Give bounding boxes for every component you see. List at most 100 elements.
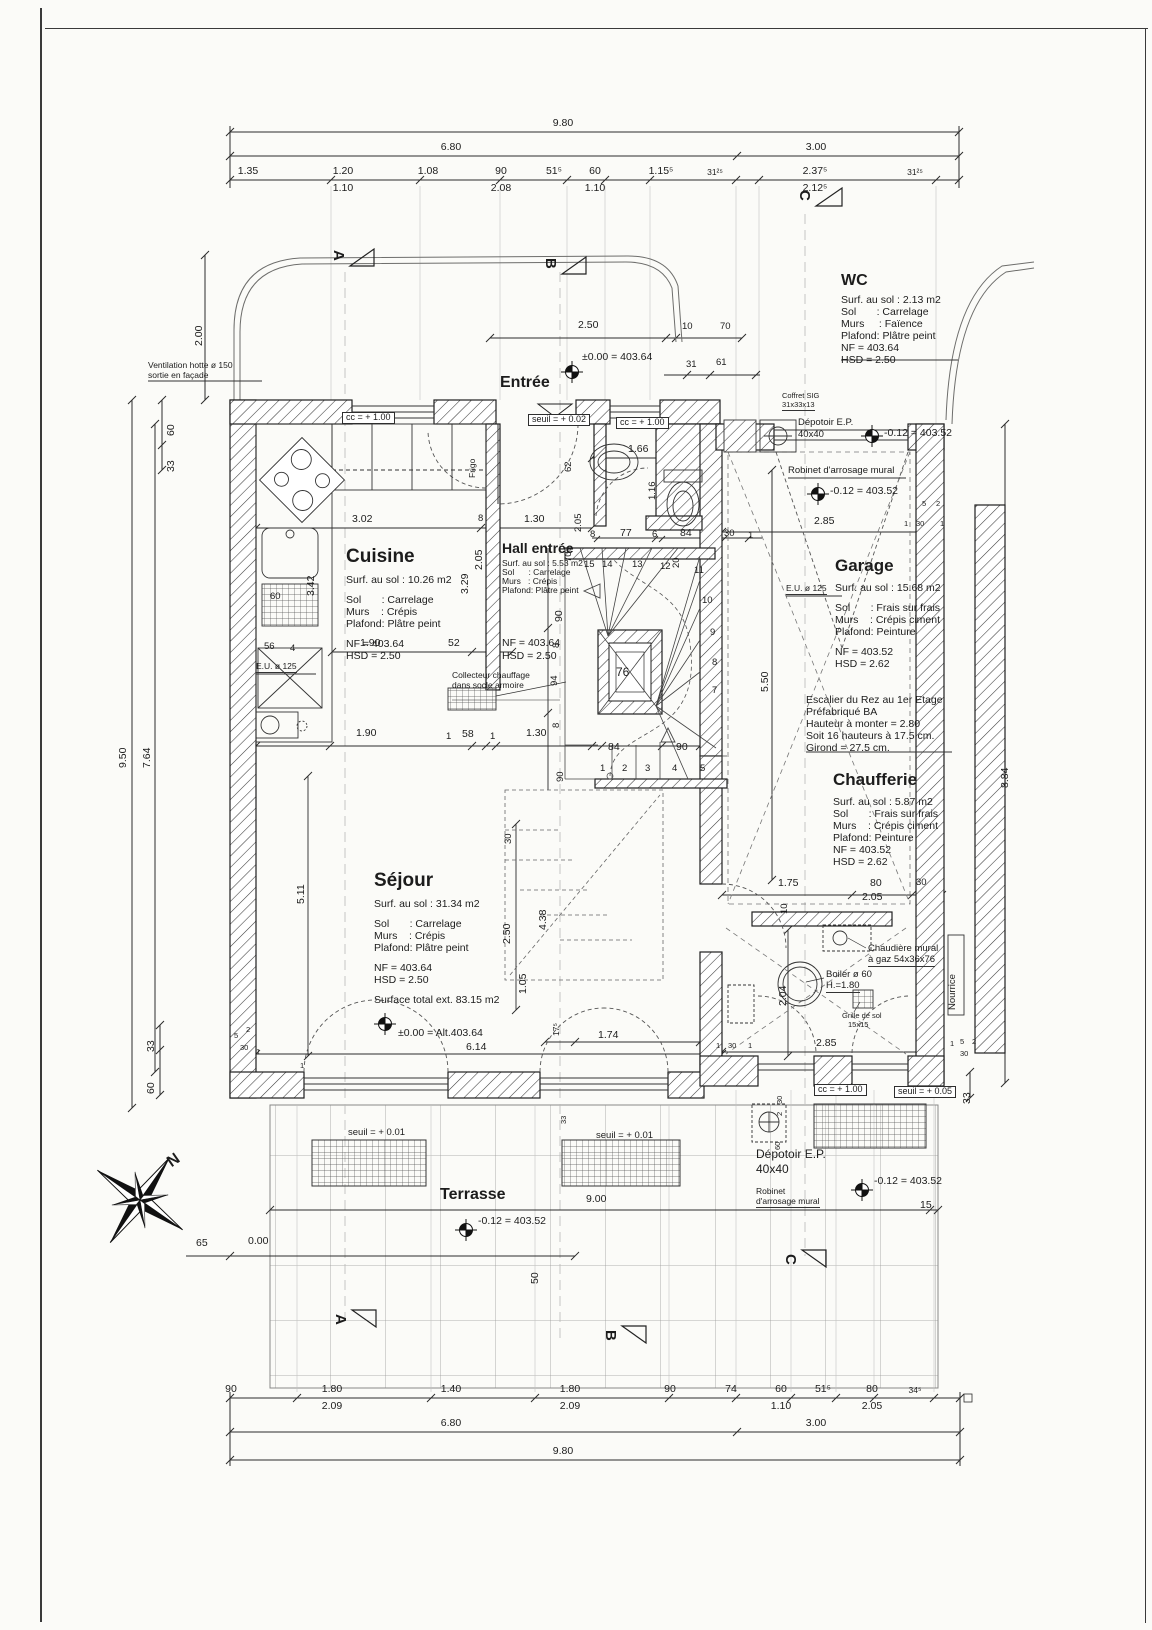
dim: 94: [549, 675, 560, 686]
note-ventilation: Ventilation hotte ø 150: [148, 360, 233, 370]
cc-label: cc = + 1.00: [616, 417, 669, 429]
dim: 80: [870, 877, 882, 889]
dim: 2.50: [501, 923, 513, 944]
dim: 8: [551, 642, 562, 648]
dim: 9.80: [552, 117, 574, 129]
seuil-label: seuil = + 0.02: [528, 414, 591, 426]
dim: 90: [553, 610, 565, 622]
stair-tread: 4: [672, 763, 678, 774]
stair-core-dim: 76: [616, 665, 630, 679]
dim: 2.08: [490, 182, 512, 194]
dim: 20: [671, 557, 682, 568]
section-marker-b: B: [542, 258, 559, 269]
dim: 8: [478, 513, 484, 524]
seuil-label: seuil = + 0.01: [596, 1130, 654, 1141]
dim: 80: [866, 1383, 878, 1395]
dim: 2.05: [862, 891, 883, 903]
dim: 1.30: [524, 513, 545, 525]
note-ventilation: sortie en façade: [148, 370, 209, 380]
dim: 56: [264, 641, 275, 652]
seuil-label: seuil = + 0.01: [348, 1127, 406, 1138]
note-eu: E.U. ø 125: [256, 661, 297, 674]
dim: 33: [145, 1040, 157, 1052]
dim: 50: [529, 1272, 541, 1284]
dim: 1.40: [440, 1383, 462, 1395]
stair-tread: 13: [632, 559, 643, 570]
level-label: ±0.00 = Alt.403.64: [398, 1027, 483, 1039]
note-grille: Grille de sol: [842, 1011, 882, 1020]
note-coffret: 31x33x13: [782, 400, 815, 412]
note-robinet: Robinet: [756, 1186, 786, 1196]
dim: 4: [290, 643, 296, 654]
dim: 30: [916, 877, 927, 888]
dim: 5.11: [295, 884, 307, 904]
dim: 30: [960, 1049, 969, 1058]
stair-tread: 5: [700, 763, 706, 774]
dim: 2.37⁵: [802, 165, 828, 177]
dim: 1: [748, 1041, 753, 1050]
dim: 60: [145, 1082, 157, 1094]
stair-tread: 15: [584, 559, 595, 570]
room-label-cuisine: Cuisine Surf. au sol : 10.26 m2 Sol : Ca…: [346, 546, 452, 662]
dim: 51⁵: [814, 1383, 832, 1395]
dim: 1.15⁵: [648, 165, 674, 177]
dim: 70: [563, 551, 574, 562]
note-depotoir: Dépotoir E.P.: [798, 417, 854, 428]
note-chaudiere: Chaudière mural: [868, 943, 939, 954]
dim: 33: [165, 460, 177, 472]
dim: 8: [551, 722, 562, 728]
dim: 2: [972, 1037, 977, 1046]
dim: 1.10: [584, 182, 606, 194]
room-label-garage: Garage Surf. au sol : 15.68 m2 Sol : Fra…: [835, 556, 941, 670]
dim: 60: [270, 591, 281, 602]
stair-tread: 11: [694, 565, 704, 576]
dim: 0.00: [248, 1235, 269, 1247]
stair-note: Escalier du Rez au 1er Etage Préfabriqué…: [806, 694, 943, 754]
dim: 30: [728, 1041, 737, 1050]
note-robinet: d'arrosage mural: [756, 1196, 820, 1208]
note-eu: E.U. ø 125: [786, 583, 827, 596]
dim: 7.64: [141, 747, 153, 768]
dim: 1.75: [778, 877, 799, 889]
dim: 6.80: [440, 141, 462, 153]
dim: 90: [495, 165, 507, 177]
note-coffret: Coffret SIG: [782, 391, 820, 400]
dim: 90: [676, 741, 688, 753]
dim: 10: [779, 903, 790, 914]
dim: 30: [503, 833, 514, 844]
note-depotoir: 40x40: [756, 1162, 789, 1176]
dim: 17⁵: [551, 1023, 561, 1036]
dim: 58: [462, 728, 474, 740]
level-label: -0.12 = 403.52: [830, 485, 899, 497]
note-depotoir: Dépotoir E.P.: [756, 1147, 826, 1161]
section-marker-b: B: [602, 1330, 619, 1341]
dim: 2.50: [578, 319, 599, 331]
dim: 4.38: [537, 909, 549, 930]
dim: 6: [652, 529, 658, 540]
note-grille: 15x15: [848, 1020, 869, 1029]
compass-rose: [97, 1152, 188, 1248]
dim: 2.85: [816, 1037, 837, 1049]
dim: 30: [240, 1043, 249, 1052]
dim: 1.16: [647, 481, 658, 501]
dim: 33: [559, 1115, 568, 1124]
dim: 60: [775, 1383, 787, 1395]
dim: 2.05: [473, 549, 485, 570]
dim: 84: [608, 741, 620, 753]
dim: 1: [446, 731, 452, 742]
stair-tread: 12: [660, 561, 671, 572]
dim: 1: [256, 1047, 261, 1056]
room-label-terrasse: Terrasse: [440, 1186, 506, 1203]
dim: 3.00: [805, 141, 827, 153]
dim: 1: [940, 519, 945, 528]
dim: 2.09: [559, 1400, 581, 1412]
note-depotoir: 40x40: [798, 429, 824, 440]
dim: 2.00: [193, 325, 205, 346]
dim: 3.29: [459, 573, 471, 594]
note-boiler: H.=1.80: [826, 980, 860, 994]
dim: 1.30: [526, 727, 547, 739]
dim: 1.08: [417, 165, 439, 177]
section-marker-c: C: [796, 190, 813, 201]
cc-label: cc = + 1.00: [814, 1084, 867, 1096]
dim: 1: [748, 530, 754, 541]
